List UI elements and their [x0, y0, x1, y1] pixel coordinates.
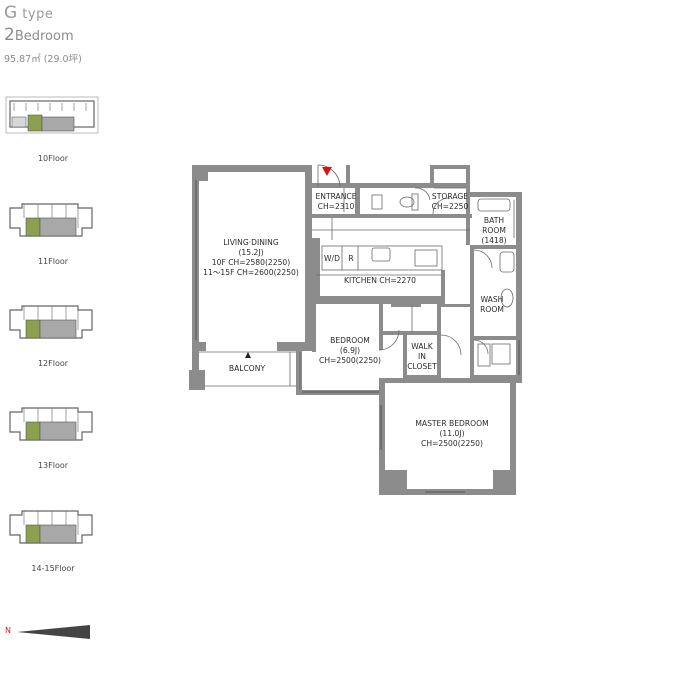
room-bathroom-name-2: ROOM	[482, 226, 506, 235]
floor-key-12[interactable]	[4, 300, 100, 344]
unit-area: 95.87㎡ (29.0坪)	[4, 54, 82, 65]
room-bedroom-ch: CH=2500(2250)	[319, 356, 381, 365]
floor-label-12: 12Floor	[37, 359, 69, 368]
floor-key-13[interactable]	[4, 402, 100, 446]
floor-key-10[interactable]	[4, 95, 100, 139]
room-storage-name: STORAGE	[431, 192, 469, 201]
room-bathroom: BATH ROOM (1418)	[474, 216, 514, 246]
room-walkin-line-1: WALK	[411, 342, 433, 351]
room-bathroom-name-1: BATH	[483, 216, 505, 225]
north-label: N	[5, 626, 11, 635]
kitchen-wd: W/D	[324, 254, 340, 263]
room-storage-ch: CH=2250	[431, 202, 469, 211]
unit-type-word: type	[22, 7, 54, 22]
floor-key-14-15[interactable]	[4, 505, 100, 549]
room-bedroom-name: BEDROOM	[330, 336, 370, 345]
room-washroom: WASH ROOM	[474, 295, 510, 315]
room-master-name: MASTER BEDROOM	[415, 419, 489, 428]
unit-type-letter: G	[4, 3, 18, 23]
unit-type-title: G type	[4, 3, 53, 23]
room-walkin-line-3: CLOSET	[407, 362, 437, 371]
room-living-ch-2: 11～15F CH=2600(2250)	[203, 268, 299, 277]
room-master-bedroom: MASTER BEDROOM (11.0J) CH=2500(2250)	[400, 419, 504, 449]
room-bedroom-size: (6.9J)	[339, 346, 361, 355]
floor-label-13: 13Floor	[37, 461, 69, 470]
floor-label-10: 10Floor	[37, 154, 69, 163]
entry-marker-icon	[322, 167, 332, 176]
room-living-size: (15.2J)	[238, 248, 264, 257]
room-entrance-name: ENTRANCE	[315, 192, 357, 201]
room-entrance-ch: CH=2310	[317, 202, 355, 211]
balcony-arrow-icon	[245, 352, 251, 358]
room-storage: STORAGE CH=2250	[426, 192, 474, 212]
bedroom-count: 2	[4, 25, 15, 45]
room-walk-in-closet: WALK IN CLOSET	[406, 342, 438, 372]
room-washroom-name-2: ROOM	[480, 305, 504, 314]
room-master-size: (11.0J)	[439, 429, 465, 438]
room-bedroom: BEDROOM (6.9J) CH=2500(2250)	[312, 336, 388, 366]
room-walkin-line-2: IN	[418, 352, 426, 361]
bedroom-count-title: 2Bedroom	[4, 25, 74, 45]
floor-label-11: 11Floor	[37, 257, 69, 266]
room-living-dining: LIVING·DINING (15.2J) 10F CH=2580(2250) …	[197, 238, 305, 278]
kitchen-fridge: R	[348, 254, 354, 263]
plan-fixtures	[195, 164, 520, 493]
room-balcony: BALCONY	[228, 364, 266, 373]
room-bathroom-size: (1418)	[481, 236, 507, 245]
room-entrance: ENTRANCE CH=2310	[311, 192, 361, 212]
room-washroom-name-1: WASH	[480, 295, 504, 304]
bedroom-word: Bedroom	[14, 29, 74, 44]
room-living-name: LIVING·DINING	[223, 238, 279, 247]
room-kitchen: KITCHEN CH=2270	[343, 276, 417, 285]
room-master-ch: CH=2500(2250)	[421, 439, 483, 448]
floor-label-14-15: 14-15Floor	[31, 564, 75, 573]
room-living-ch-1: 10F CH=2580(2250)	[211, 258, 291, 267]
floor-key-11[interactable]	[4, 198, 100, 242]
